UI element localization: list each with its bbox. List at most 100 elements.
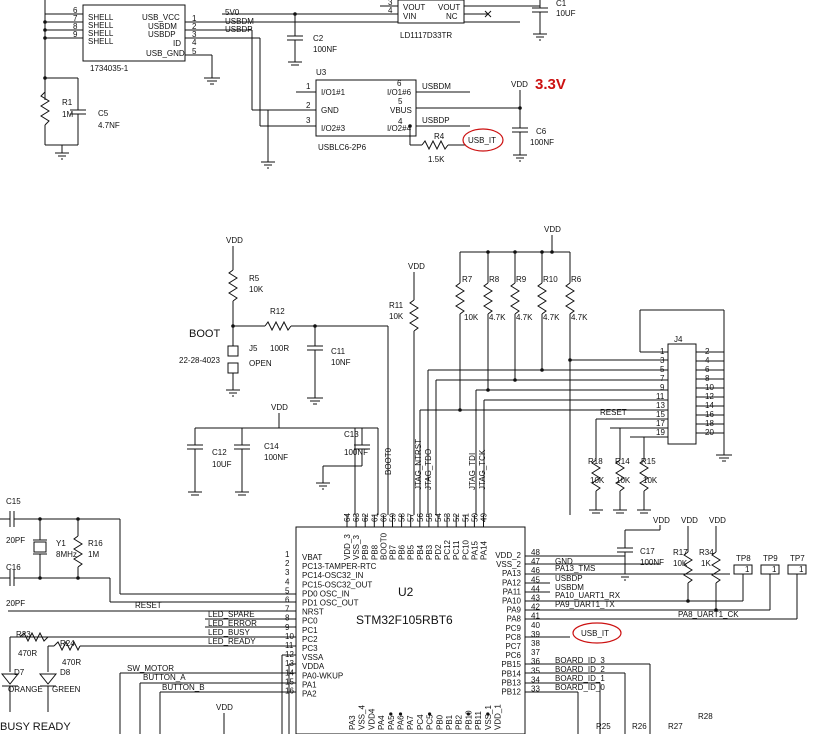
mcu-pin-name: PB15: [501, 660, 521, 669]
mcu-pin-name: PB5: [407, 544, 416, 560]
r17-ref: R17: [673, 548, 688, 557]
r26-ref: R26: [632, 722, 647, 731]
mcu-pin-num: 8: [285, 614, 290, 623]
r24-ref: R24: [60, 639, 75, 648]
mcu-pin-num: 35: [531, 666, 540, 675]
u3-pin-name: GND: [321, 106, 339, 115]
r18-value: 10K: [590, 476, 605, 485]
u3-ref: U3: [316, 68, 327, 77]
tp7-pin: 1: [799, 565, 804, 574]
mcu-pin-num: 38: [531, 639, 540, 648]
c11-ref: C11: [331, 347, 346, 356]
r8-value: 4.7K: [489, 313, 506, 322]
net-usbdm: USBDM: [555, 583, 584, 592]
mcu-pin-num: 10: [285, 632, 294, 641]
r7-value: 10K: [464, 313, 479, 322]
ldo-pin-num: 4: [388, 6, 393, 15]
mcu-pin-name: PB8: [370, 544, 379, 560]
mcu-pin-num: 46: [531, 566, 540, 575]
jumper-state: OPEN: [249, 359, 272, 368]
esd-protection-u3: U3 1 2 3 I/O1#1 GND I/O2#3 I/O1#6 VBUS I…: [261, 68, 520, 169]
j4-pin: 17: [656, 419, 665, 428]
c12-ref: C12: [212, 448, 227, 457]
mcu-pin-num: 56: [416, 513, 425, 522]
c2-ref: C2: [313, 34, 324, 43]
net-gnd: GND: [555, 557, 573, 566]
mcu-ref: U2: [398, 585, 414, 599]
r10-value: 4.7K: [543, 313, 560, 322]
mcu-pin-num: 2: [285, 559, 290, 568]
ldo-body: [397, 0, 465, 24]
mcu-pin-name: PC13-TAMPER-RTC: [302, 562, 377, 571]
vdd-label: VDD: [226, 236, 243, 245]
usb-it-highlight: [572, 622, 622, 644]
mcu-pin-name: PB3: [425, 544, 434, 560]
junction-dot: [389, 712, 393, 716]
mcu-pin-name: PC11: [452, 540, 461, 560]
net-uart1-tx: PA9_UART1_TX: [555, 600, 615, 609]
usb-pin-num: 4: [192, 38, 197, 47]
mcu-pin-num: 55: [425, 513, 434, 522]
mcu-pin-name: PD2: [434, 544, 443, 560]
r1-value: 1M: [62, 110, 73, 119]
j4-pin: 5: [660, 365, 665, 374]
net-led-spare: LED_SPARE: [208, 610, 255, 619]
usb-connector-part: 1734035-1: [90, 64, 129, 73]
mcu-pin-num: 1: [285, 550, 290, 559]
net-sw-motor: SW_MOTOR: [127, 664, 174, 673]
mcu-pin-name: PC2: [302, 635, 318, 644]
crystal-circuit: C15 20PF C16 20PF Y1 8MHz R16 1M: [0, 497, 296, 608]
mcu-pin-name: PC6: [505, 651, 521, 660]
r27-ref: R27: [668, 722, 683, 731]
r17-value: 10K: [673, 559, 688, 568]
r4-ref: R4: [434, 132, 445, 141]
mcu-pin-name: BOOT0: [379, 532, 388, 560]
mcu-pin-name: PB10: [464, 710, 473, 730]
u3-pin-num: 2: [306, 101, 311, 110]
net-boot0: BOOT0: [384, 447, 393, 475]
usb-pin-name: SHELL: [88, 21, 114, 30]
junction-dot: [428, 712, 432, 716]
r4-value: 1.5K: [428, 155, 445, 164]
d8-color: GREEN: [52, 685, 81, 694]
mcu-pin-num: 62: [361, 513, 370, 522]
vdd-label: VDD: [511, 80, 528, 89]
mcu-pin-name: PC12: [443, 539, 452, 560]
mcu-pin-num: 6: [285, 596, 290, 605]
mcu-pin-num: 49: [480, 513, 489, 522]
vbus-section: VDD 3.3V C6 100NF R4 1.5K USB_IT: [409, 76, 566, 164]
usb-pin-num: 3: [192, 30, 197, 39]
mcu-pin-name: VSS_3: [352, 535, 361, 560]
mcu-pin-num: 47: [531, 557, 540, 566]
usb-connector-body: [82, 4, 186, 62]
jumper-part: 22-28-4023: [179, 356, 220, 365]
mcu-pin-name: PA0-WKUP: [302, 671, 343, 680]
mcu-pin-name: PA5: [387, 715, 396, 730]
boot-circuit: VDD R5 10K R12 100R C11 10NF BOOT 22-28-…: [179, 236, 389, 515]
r5-value: 10K: [249, 285, 264, 294]
mcu-pin-num: 7: [285, 605, 290, 614]
ldo-part: LD1117D33TR: [400, 31, 452, 40]
c15-ref: C15: [6, 497, 21, 506]
r14-ref: R14: [615, 457, 630, 466]
led-indicators: R23 470R R24 470R D7 D8 ORANGE GREEN BUS…: [0, 630, 81, 733]
net-reset: RESET: [600, 408, 627, 417]
shield-rc: R1 1M C5 4.7NF: [40, 77, 120, 160]
mcu-pin-name: PA13: [502, 569, 522, 578]
u3-pin-name: I/O2#4: [387, 124, 412, 133]
ldo-pin-name: VIN: [403, 12, 417, 21]
led-caption: BUSY READY: [0, 721, 71, 733]
mcu-pin-name: PA7: [406, 715, 415, 730]
usb-pin-name: USBDP: [148, 30, 176, 39]
r16-value: 1M: [88, 550, 99, 559]
mcu-pin-name: PD1 OSC_OUT: [302, 599, 359, 608]
c5-ref: C5: [98, 109, 109, 118]
usb-pin-name: USB_VCC: [142, 13, 180, 22]
mcu-pin-name: PC5: [426, 714, 435, 730]
mcu-pin-name: PA3: [348, 715, 357, 730]
mcu-pin-name: PB11: [474, 710, 483, 730]
mcu-pin-num: 42: [531, 603, 540, 612]
usb-it-highlight: [462, 128, 504, 152]
mcu-pin-num: 54: [434, 513, 443, 522]
